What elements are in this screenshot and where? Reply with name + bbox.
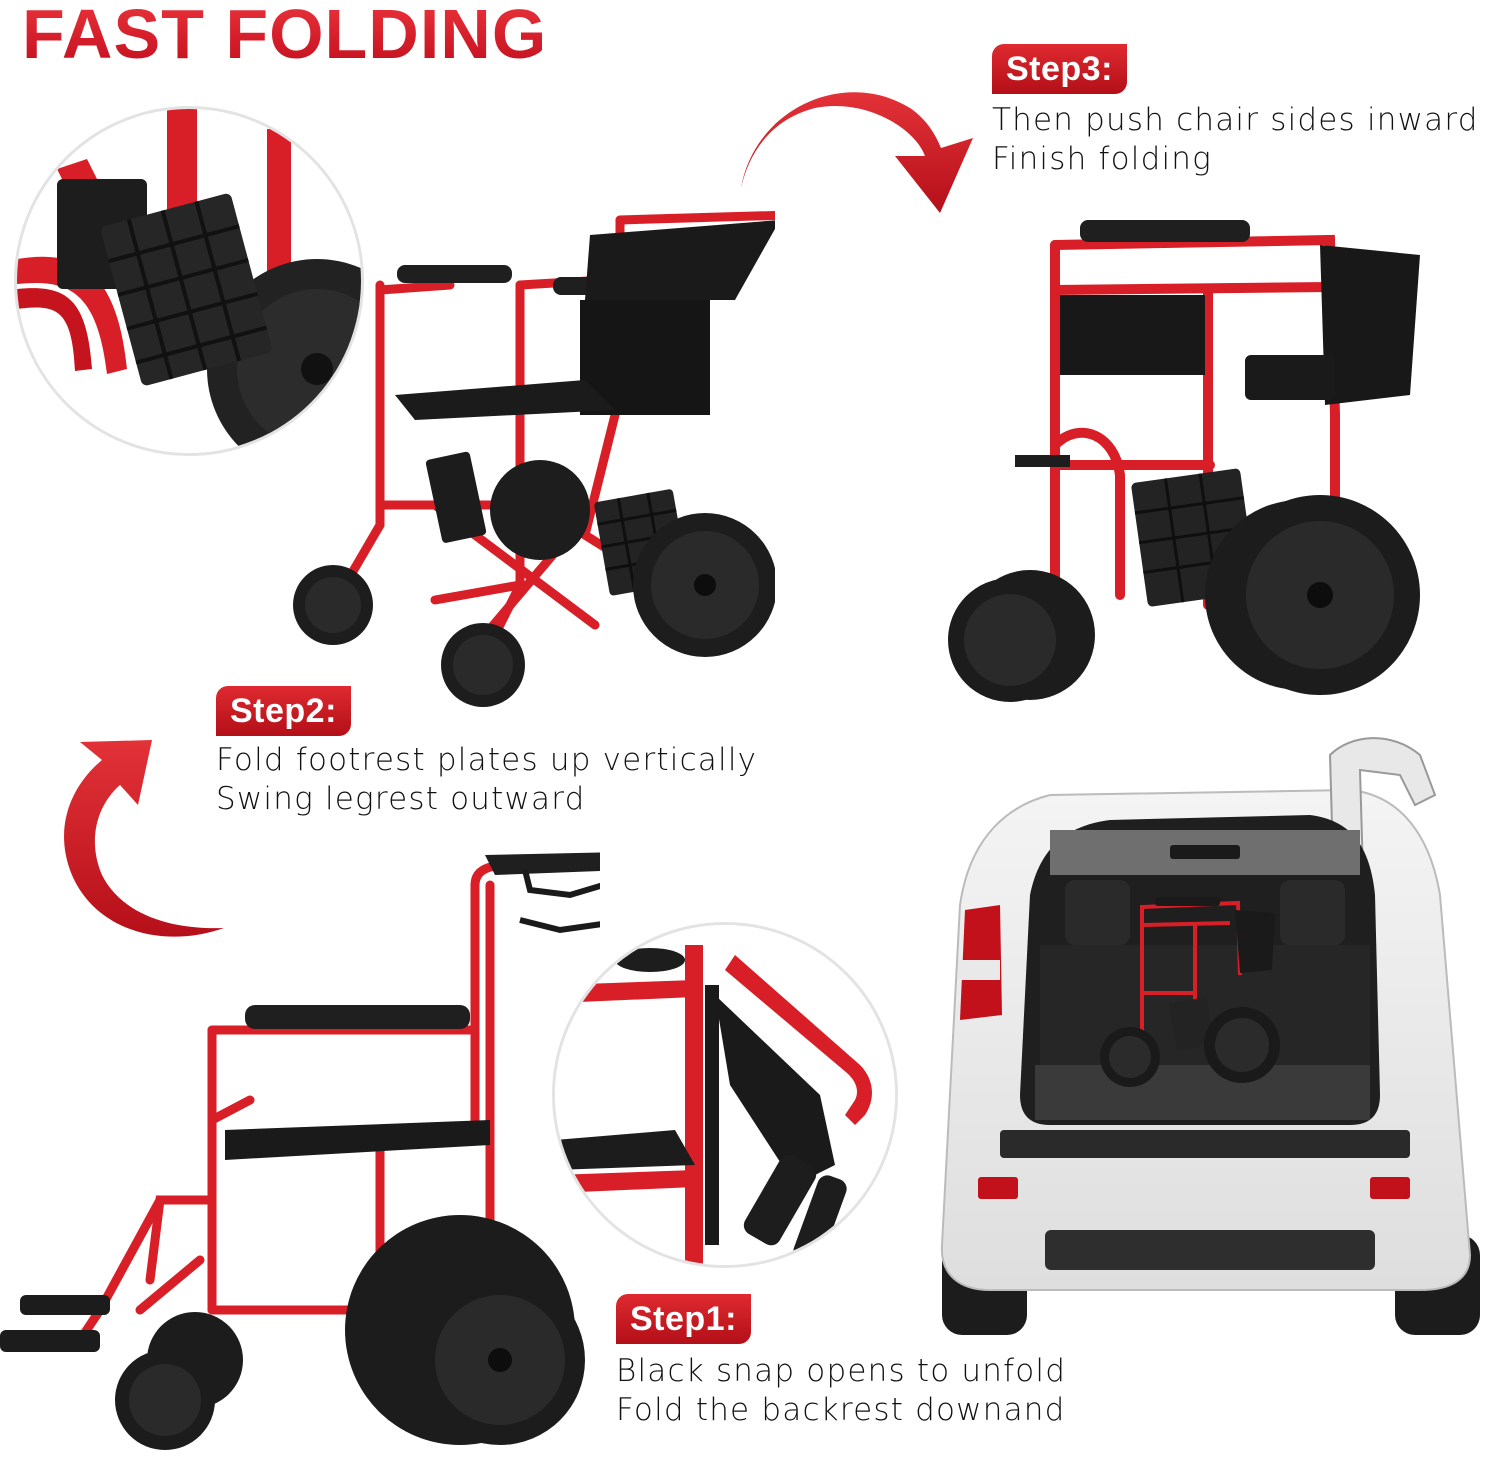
wheelchair-footrests-up-image bbox=[293, 210, 775, 707]
car-trunk-image bbox=[940, 737, 1480, 1335]
step2-text: Fold footrest plates up vertically Swing… bbox=[216, 741, 757, 819]
step3-line2: Finish folding bbox=[992, 141, 1212, 177]
step3-text: Then push chair sides inward Finish fold… bbox=[992, 101, 1479, 179]
curved-arrow-right-icon bbox=[741, 92, 973, 213]
footrest-detail-image bbox=[14, 106, 364, 456]
step2-line1: Fold footrest plates up vertically bbox=[216, 742, 758, 778]
step1-text: Black snap opens to unfold Fold the back… bbox=[616, 1352, 1066, 1430]
curved-arrow-up-icon bbox=[64, 740, 224, 937]
step1-line2: Fold the backrest downand bbox=[616, 1392, 1066, 1428]
wheelchair-unfolded-image bbox=[0, 852, 600, 1450]
step3-line1: Then push chair sides inward bbox=[992, 102, 1479, 138]
wheelchair-folded-image bbox=[948, 220, 1420, 702]
backrest-detail-image bbox=[552, 922, 898, 1268]
page-title: FAST FOLDING bbox=[22, 0, 548, 73]
step1-line1: Black snap opens to unfold bbox=[616, 1353, 1067, 1389]
step3-badge: Step3: bbox=[992, 44, 1127, 94]
step1-badge: Step1: bbox=[616, 1294, 751, 1344]
step2-line2: Swing legrest outward bbox=[216, 781, 586, 817]
step2-badge: Step2: bbox=[216, 686, 351, 736]
